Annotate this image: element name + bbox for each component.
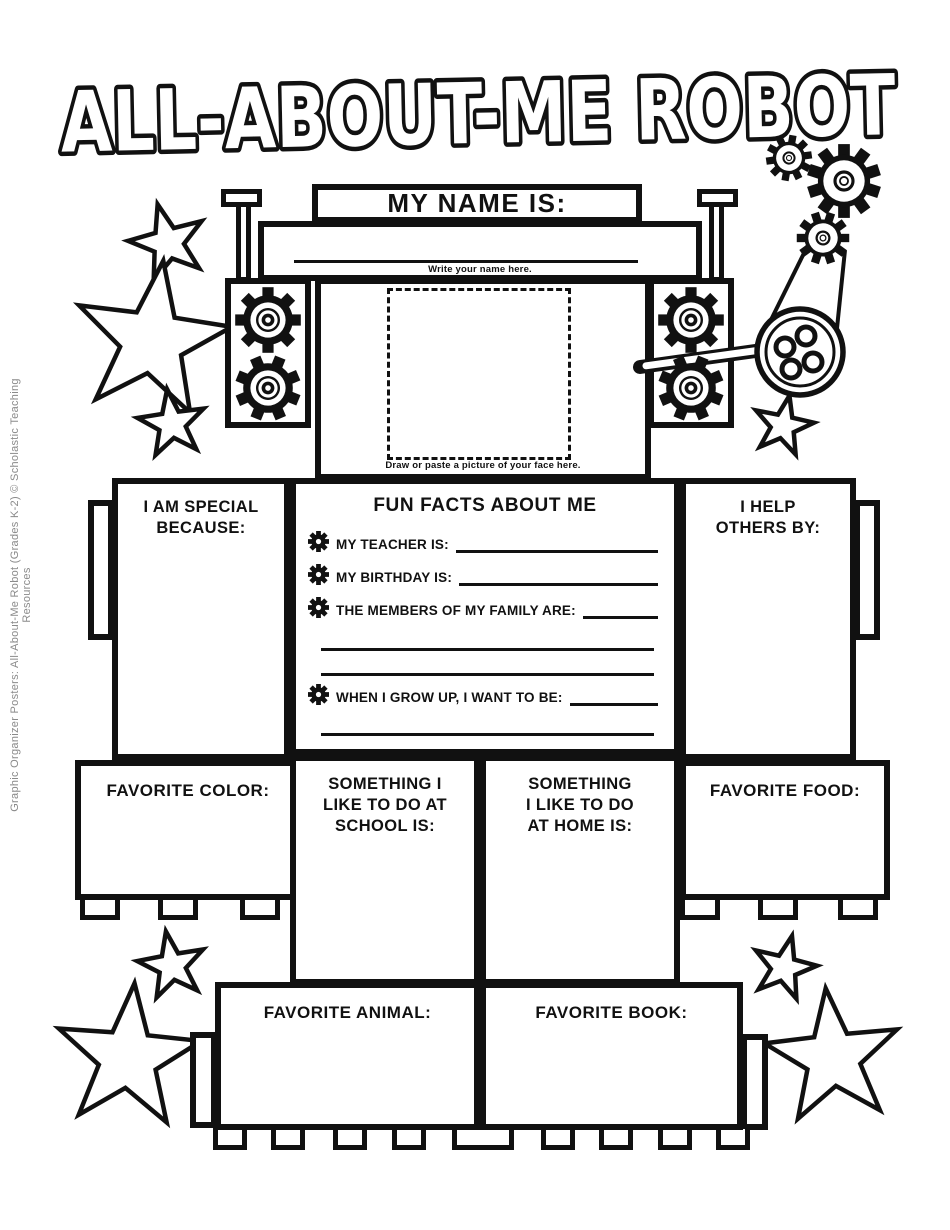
fact-grow-up-line[interactable] bbox=[569, 679, 658, 706]
favorite-food-panel[interactable]: FAVORITE FOOD: bbox=[680, 760, 890, 900]
antenna-stem-left bbox=[236, 202, 251, 282]
help-label-line: OTHERS BY: bbox=[715, 519, 821, 538]
name-banner-label: MY NAME IS: bbox=[387, 188, 567, 218]
favorite-book-panel[interactable]: FAVORITE BOOK: bbox=[480, 982, 743, 1130]
home-activity-panel[interactable]: SOMETHING I LIKE TO DO AT HOME IS: bbox=[480, 755, 680, 985]
school-activity-panel[interactable]: SOMETHING I LIKE TO DO AT SCHOOL IS: bbox=[290, 755, 480, 985]
favorite-food-label: FAVORITE FOOD: bbox=[709, 781, 861, 800]
fact-row-grow-up: WHEN I GROW UP, I WANT TO BE: bbox=[308, 682, 658, 706]
home-label-line: I LIKE TO DO bbox=[525, 796, 635, 815]
fact-row-birthday: MY BIRTHDAY IS: bbox=[308, 562, 658, 586]
antenna-stem-right bbox=[709, 202, 724, 282]
fact-birthday-line[interactable] bbox=[459, 559, 658, 586]
fun-facts-panel: FUN FACTS ABOUT ME MY TEACHER IS: MY BIR… bbox=[290, 478, 680, 755]
fact-birthday-label: MY BIRTHDAY IS: bbox=[336, 570, 453, 585]
name-write-line[interactable] bbox=[294, 260, 638, 263]
fact-teacher-label: MY TEACHER IS: bbox=[336, 537, 449, 552]
school-label-line: SOMETHING I bbox=[328, 775, 442, 793]
favorite-color-label: FAVORITE COLOR: bbox=[106, 781, 270, 800]
belt-lines bbox=[763, 242, 847, 339]
hand-tab-right bbox=[854, 500, 880, 640]
hand-tab-left bbox=[88, 500, 114, 640]
copyright-credit: Graphic Organizer Posters: All-About-Me … bbox=[9, 378, 33, 812]
i-help-others-panel[interactable]: I HELP OTHERS BY: bbox=[680, 478, 856, 760]
corner-gear-icon bbox=[761, 130, 883, 273]
name-banner: MY NAME IS: bbox=[312, 184, 642, 223]
fact-family-line[interactable] bbox=[582, 592, 658, 619]
special-label-line: I AM SPECIAL bbox=[143, 498, 259, 516]
photo-paste-box[interactable] bbox=[387, 288, 571, 460]
fact-grow-up-label: WHEN I GROW UP, I WANT TO BE: bbox=[336, 690, 563, 705]
shoulder-gearbox-right bbox=[648, 278, 734, 428]
fact-row-family: THE MEMBERS OF MY FAMILY ARE: bbox=[308, 595, 658, 619]
gear-bullet-icon bbox=[308, 531, 329, 552]
favorite-animal-panel[interactable]: FAVORITE ANIMAL: bbox=[215, 982, 480, 1130]
photo-hint-label: Draw or paste a picture of your face her… bbox=[385, 460, 581, 471]
robot-torso: Draw or paste a picture of your face her… bbox=[315, 278, 651, 480]
poster-title: ALL-ABOUT-ME ROBOT bbox=[60, 56, 897, 171]
fact-family-label: THE MEMBERS OF MY FAMILY ARE: bbox=[336, 603, 576, 618]
home-label-line: SOMETHING bbox=[528, 775, 632, 793]
antenna-tip-left bbox=[221, 189, 262, 207]
robot-head-band: Write your name here. bbox=[258, 221, 702, 281]
fact-teacher-line[interactable] bbox=[455, 526, 658, 553]
favorite-animal-label: FAVORITE ANIMAL: bbox=[263, 1003, 432, 1022]
pulley-wheel-icon bbox=[754, 306, 846, 398]
write-line[interactable] bbox=[321, 730, 654, 736]
shoulder-gearbox-left bbox=[225, 278, 311, 428]
special-label-line: BECAUSE: bbox=[156, 519, 246, 538]
favorite-color-panel[interactable]: FAVORITE COLOR: bbox=[75, 760, 301, 900]
antenna-tip-right bbox=[697, 189, 738, 207]
gear-bullet-icon bbox=[308, 597, 329, 618]
foot-side-tab-right bbox=[741, 1034, 768, 1130]
help-label-line: I HELP bbox=[740, 498, 796, 516]
home-label-line: AT HOME IS: bbox=[527, 817, 633, 836]
write-line[interactable] bbox=[321, 670, 654, 676]
gear-bullet-icon bbox=[308, 564, 329, 585]
gear-bullet-icon bbox=[308, 684, 329, 705]
foot-side-tab-left bbox=[190, 1032, 217, 1128]
fun-facts-title: FUN FACTS ABOUT ME bbox=[373, 495, 597, 516]
write-line[interactable] bbox=[321, 645, 654, 651]
name-hint-label: Write your name here. bbox=[428, 264, 532, 275]
fact-row-teacher: MY TEACHER IS: bbox=[308, 529, 658, 553]
i-am-special-panel[interactable]: I AM SPECIAL BECAUSE: bbox=[112, 478, 290, 760]
favorite-book-label: FAVORITE BOOK: bbox=[535, 1003, 688, 1022]
school-label-line: SCHOOL IS: bbox=[335, 817, 435, 836]
school-label-line: LIKE TO DO AT bbox=[322, 796, 448, 815]
poster-title-layer: ALL-ABOUT-ME ROBOT bbox=[55, 52, 901, 176]
